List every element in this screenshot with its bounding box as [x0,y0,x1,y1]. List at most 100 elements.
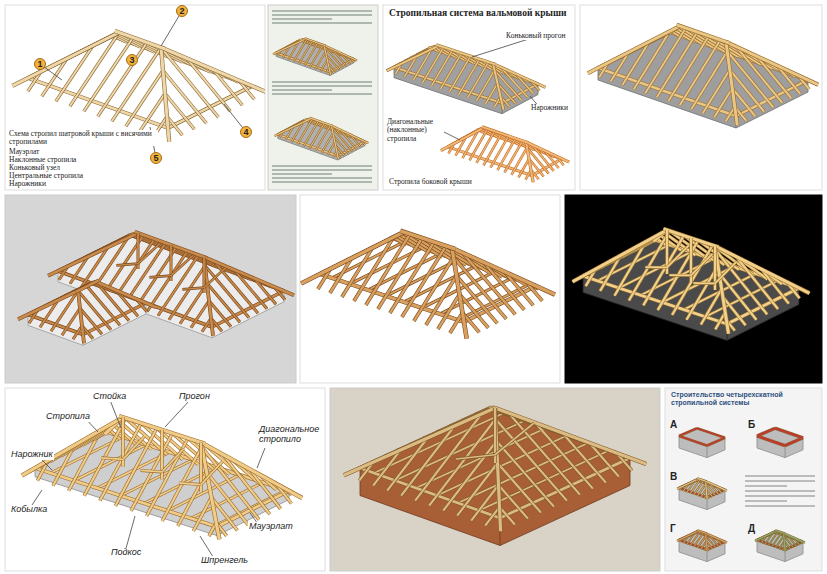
rafter-body [123,436,145,459]
rafter [499,485,528,519]
rafter-body [305,43,318,65]
rafter-body [305,38,326,45]
rafter-outline [493,64,546,88]
rafter-body [495,408,501,531]
rafter [448,147,532,176]
rafter [677,479,698,489]
rafter-outline [344,408,495,475]
rafter [22,417,123,475]
rafter-body [785,438,803,446]
rafter-body [505,141,523,173]
rafter-body [491,136,509,168]
rafter [450,313,463,333]
rafter [315,125,330,151]
rafter-body [18,291,78,320]
rafter [161,48,169,142]
rafter-outline [75,280,98,292]
panel-art [18,232,294,345]
rafter [491,136,509,168]
rafter-body [495,408,646,464]
rafter [274,118,311,136]
image-panel [383,5,575,190]
rafter [162,447,202,521]
rafter [96,282,156,308]
rafter-body [703,70,730,114]
rafter-body [450,56,471,92]
rafter [526,142,569,162]
rafter-body [301,232,404,283]
rafter [344,408,495,475]
text-placeholder [272,93,372,95]
rafter [726,42,818,85]
rafter-outline [426,276,457,325]
rafter-body [493,64,504,110]
panel-art [677,428,815,561]
text-placeholder [272,181,372,183]
rafter-outline [327,142,334,155]
rafter-outline [35,468,217,527]
rafter-body [498,463,541,513]
rafter-outline [679,436,707,446]
rafter [464,286,536,322]
rafter-body [96,282,156,308]
rafter-outline [484,134,502,166]
rafter-body [327,142,334,155]
rafter-outline [643,236,684,306]
wall-corner [707,498,708,510]
rafter-body [757,428,775,436]
rafter [426,276,457,325]
rafter-body [706,481,727,491]
rafter [162,449,184,472]
wall [28,283,146,345]
rafter-body [727,288,799,324]
text-placeholder [272,85,372,87]
rafter [588,26,680,73]
rafter-outline [201,443,219,540]
rafter [273,39,306,54]
rafter-body [310,45,323,67]
rafter-outline [324,45,357,60]
wall [757,428,803,457]
rafter-outline [448,147,532,176]
rafter-outline [477,131,495,163]
rafter-outline [299,41,312,63]
rafter-outline [573,230,668,282]
rafter-outline [432,50,453,86]
rafter-body [588,26,680,73]
rafter [526,142,533,182]
image-panel [5,195,296,383]
rafter-body [201,443,219,540]
rafter-outline [303,121,318,147]
wall [276,40,354,76]
rafter-body [204,257,213,336]
rafter-outline [491,136,509,168]
rafter [321,60,328,71]
rafter-body [679,436,707,446]
rafter [598,68,736,116]
rafter [757,428,775,436]
rafter-body [757,436,785,446]
rafter-body [432,50,453,86]
rafter-body [162,447,202,521]
rafter-outline [96,282,156,308]
rafter-outline [101,458,123,460]
rafter-body [344,408,495,475]
rafter-body [477,70,495,101]
rafter-body [149,276,171,278]
rafter [204,257,294,295]
rafter-outline [697,484,705,496]
rafter-outline [726,42,818,85]
rafter-body [706,481,708,499]
rafter-body [201,443,302,499]
rafter-outline [459,59,480,95]
rafter-body [394,67,502,103]
rafter-outline [310,45,323,67]
rafter [309,123,324,149]
rafter [303,121,318,147]
rafter-outline [126,71,163,127]
rafter-outline [441,128,484,151]
rafter [498,138,516,170]
rafter-body [171,256,193,276]
rafter [400,231,455,249]
